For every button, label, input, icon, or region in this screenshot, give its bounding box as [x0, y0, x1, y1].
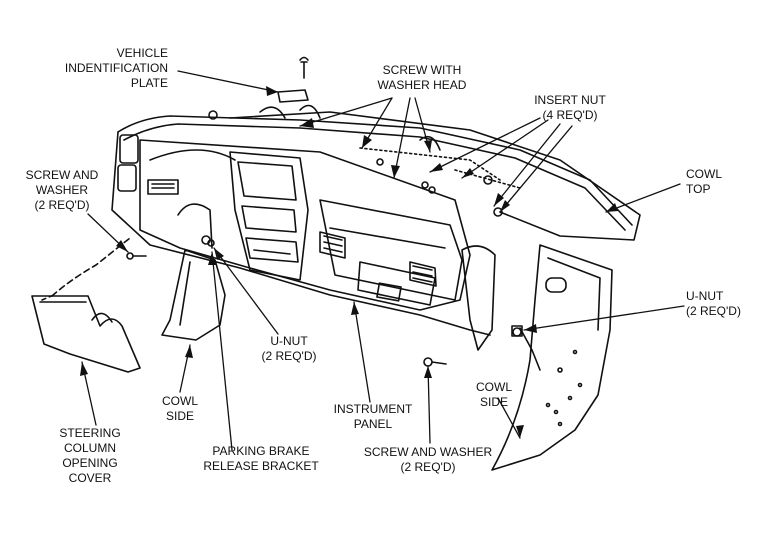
label-insert-nut: INSERT NUT (4 REQ'D) — [534, 93, 606, 122]
label-cowl-side-left: COWL SIDE — [162, 394, 198, 423]
label-screw-and-washer-bottom: SCREW AND WASHER (2 REQ'D) — [363, 445, 493, 474]
fasteners — [126, 56, 523, 367]
instrument-panel-body — [111, 104, 641, 351]
label-u-nut-center: U-NUT (2 REQ'D) — [261, 334, 317, 363]
left-cowl-side-panel — [161, 203, 226, 341]
label-screw-and-washer-left: SCREW AND WASHER (2 REQ'D) — [25, 168, 99, 212]
right-cowl-side-panel — [491, 244, 613, 471]
label-cowl-top: COWL TOP — [686, 167, 722, 196]
steering-column-opening-cover — [31, 237, 141, 373]
label-instrument-panel: INSTRUMENT PANEL — [333, 402, 413, 431]
label-u-nut-right: U-NUT (2 REQ'D) — [686, 289, 741, 318]
arrowheads — [80, 86, 618, 438]
label-cowl-side-right: COWL SIDE — [476, 380, 512, 409]
label-steering-column-opening-cover: STEERING COLUMN OPENING COVER — [59, 426, 121, 485]
label-screw-with-washer-head: SCREW WITH WASHER HEAD — [377, 63, 467, 92]
label-parking-brake-release-bracket: PARKING BRAKE RELEASE BRACKET — [203, 444, 319, 473]
leader-lines — [81, 70, 685, 451]
label-vehicle-identification-plate: VEHICLE INDENTIFICATION PLATE — [64, 46, 168, 90]
